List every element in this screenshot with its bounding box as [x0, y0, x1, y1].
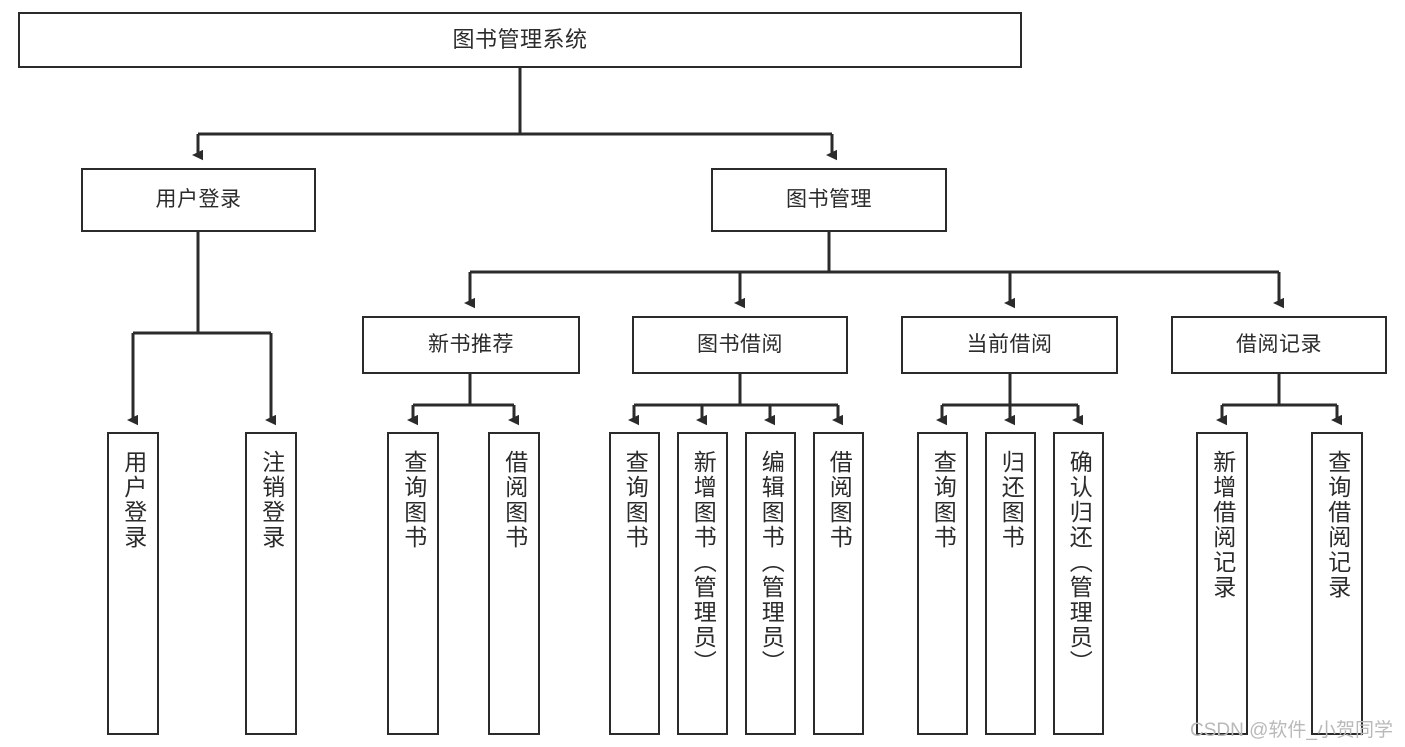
node-label: 借阅图书 — [501, 450, 528, 550]
node-label: 用户登录 — [120, 450, 147, 550]
node-label: 注销登录 — [258, 450, 285, 550]
node-label: 当前借阅 — [966, 333, 1053, 357]
node-root-book-management-system[interactable]: 图书管理系统 — [18, 12, 1022, 68]
node-label: 图书管理 — [786, 188, 872, 212]
leaf-return-book[interactable]: 归还图书 — [985, 432, 1036, 735]
leaf-user-login[interactable]: 用户登录 — [107, 432, 159, 735]
leaf-query-book-recommend[interactable]: 查询图书 — [387, 432, 439, 735]
leaf-query-borrow-record[interactable]: 查询借阅记录 — [1311, 432, 1363, 735]
csdn-watermark: CSDN @软件_小贺同学 — [1190, 720, 1393, 741]
node-new-book-recommend[interactable]: 新书推荐 — [362, 316, 580, 374]
node-label: 查询图书 — [622, 450, 649, 550]
node-user-login[interactable]: 用户登录 — [81, 168, 316, 232]
node-label: 新增图书（管理员） — [690, 450, 717, 675]
leaf-add-book-admin[interactable]: 新增图书（管理员） — [677, 432, 728, 735]
leaf-query-book-borrow[interactable]: 查询图书 — [609, 432, 660, 735]
node-label: 新书推荐 — [428, 333, 514, 357]
node-label: 查询图书 — [400, 450, 427, 550]
node-label: 图书借阅 — [697, 333, 783, 357]
node-book-borrow[interactable]: 图书借阅 — [632, 316, 848, 374]
node-label: 新增借阅记录 — [1209, 450, 1236, 600]
node-label: 用户登录 — [155, 188, 242, 212]
leaf-edit-book-admin[interactable]: 编辑图书（管理员） — [745, 432, 796, 735]
node-borrow-record[interactable]: 借阅记录 — [1171, 316, 1387, 374]
node-current-borrow[interactable]: 当前借阅 — [901, 316, 1118, 374]
leaf-logout-login[interactable]: 注销登录 — [245, 432, 297, 735]
node-label: 借阅图书 — [826, 450, 853, 550]
node-book-management[interactable]: 图书管理 — [711, 168, 947, 232]
leaf-borrow-book-recommend[interactable]: 借阅图书 — [488, 432, 540, 735]
leaf-add-borrow-record[interactable]: 新增借阅记录 — [1196, 432, 1248, 735]
node-label: 借阅记录 — [1236, 333, 1322, 357]
leaf-query-book-current[interactable]: 查询图书 — [917, 432, 968, 735]
node-label: 编辑图书（管理员） — [758, 450, 785, 675]
node-label: 图书管理系统 — [452, 26, 588, 52]
node-label: 归还图书 — [998, 450, 1025, 550]
leaf-borrow-book[interactable]: 借阅图书 — [813, 432, 864, 735]
node-label: 查询图书 — [930, 450, 957, 550]
node-label: 查询借阅记录 — [1324, 450, 1351, 600]
leaf-confirm-return-admin[interactable]: 确认归还（管理员） — [1053, 432, 1104, 735]
node-label: 确认归还（管理员） — [1066, 450, 1093, 675]
